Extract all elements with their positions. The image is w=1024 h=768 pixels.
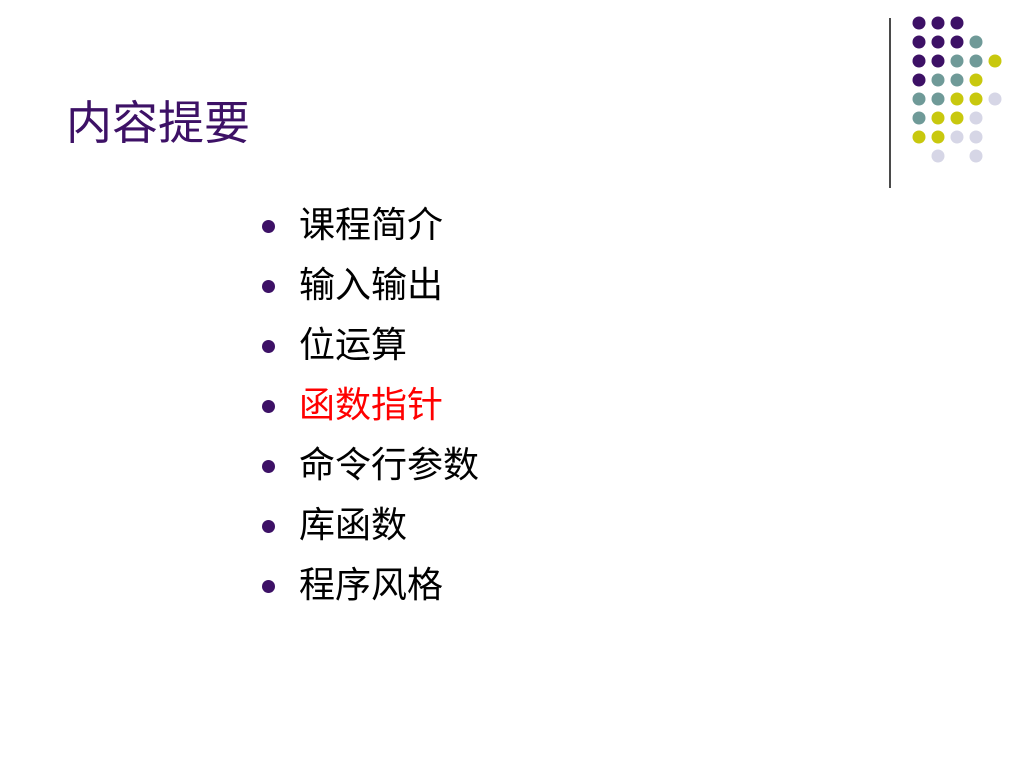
list-item-text: 课程简介: [299, 205, 444, 246]
list-item-text: 输入输出: [299, 265, 444, 306]
list-item-text: 命令行参数: [299, 445, 480, 486]
decor-dot: [931, 149, 945, 163]
decor-dot: [950, 35, 964, 49]
bullet-dot-icon: [262, 279, 275, 293]
bullet-dot-icon: [262, 399, 275, 413]
decor-dot: [931, 111, 945, 125]
outline-list: 课程简介 输入输出 位运算 函数指针 命令行参数 库函数 程序风格: [262, 196, 479, 616]
decor-dot: [912, 35, 926, 49]
decor-dot: [950, 130, 964, 144]
decor-dot: [969, 92, 983, 106]
list-item: 命令行参数: [262, 436, 479, 496]
list-item: 课程简介: [262, 196, 479, 256]
bullet-dot-icon: [262, 579, 275, 593]
decor-dot: [912, 130, 926, 144]
bullet-dot-icon: [262, 339, 275, 353]
decor-dot: [950, 54, 964, 68]
decor-dot: [931, 16, 945, 30]
list-item-text: 位运算: [299, 325, 408, 366]
decor-dot: [912, 111, 926, 125]
list-item-text: 库函数: [299, 505, 408, 546]
decor-dot: [988, 54, 1002, 68]
decor-dot: [969, 35, 983, 49]
bullet-dot-icon: [262, 459, 275, 473]
list-item: 库函数: [262, 496, 479, 556]
decor-dot: [969, 111, 983, 125]
bullet-dot-icon: [262, 519, 275, 533]
list-item: 函数指针: [262, 376, 479, 436]
decor-dot: [931, 73, 945, 87]
decor-dot: [931, 35, 945, 49]
decor-dot: [969, 54, 983, 68]
decor-dot: [969, 130, 983, 144]
decor-dot: [969, 73, 983, 87]
decor-dot: [950, 92, 964, 106]
decorative-divider-line: [889, 18, 891, 188]
decor-dot: [931, 130, 945, 144]
list-item: 位运算: [262, 316, 479, 376]
list-item-text: 程序风格: [299, 565, 444, 606]
decor-dot: [912, 92, 926, 106]
decor-dot: [988, 92, 1002, 106]
decor-dot: [950, 111, 964, 125]
decorative-dot-grid: [912, 16, 1002, 163]
list-item: 程序风格: [262, 556, 479, 616]
decor-dot: [931, 92, 945, 106]
bullet-dot-icon: [262, 219, 275, 233]
decor-dot: [950, 73, 964, 87]
slide-title: 内容提要: [66, 96, 250, 150]
decor-dot: [912, 73, 926, 87]
list-item-text-highlighted: 函数指针: [299, 385, 444, 426]
decor-dot: [912, 54, 926, 68]
decor-dot: [912, 16, 926, 30]
list-item: 输入输出: [262, 256, 479, 316]
decor-dot: [950, 16, 964, 30]
decor-dot: [931, 54, 945, 68]
decor-dot: [969, 149, 983, 163]
